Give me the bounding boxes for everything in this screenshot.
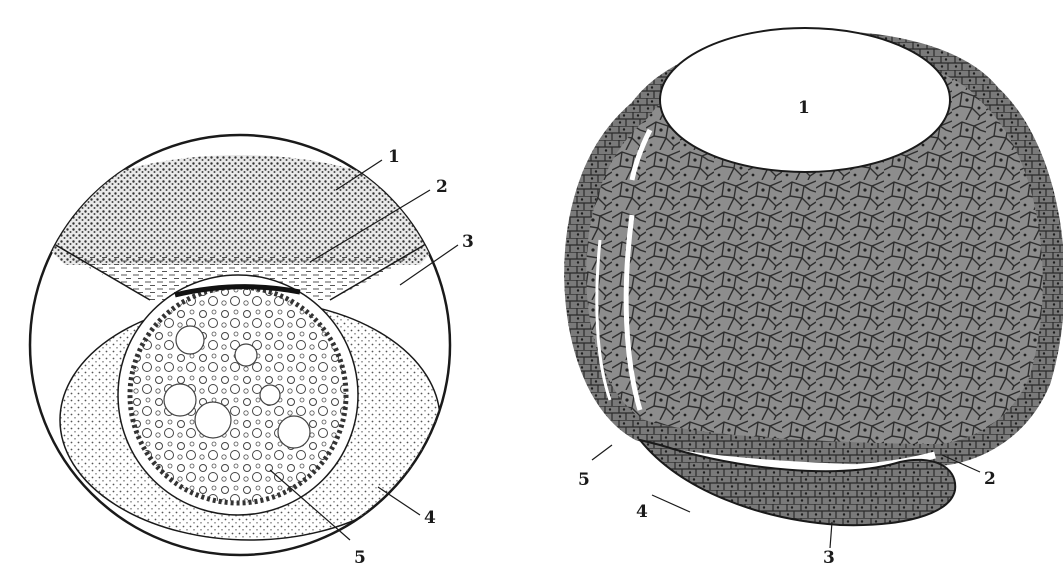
- left-bubble-ring: [130, 287, 346, 503]
- right-label-5: 5: [578, 470, 590, 490]
- left-label-3: 3: [462, 232, 474, 252]
- right-label-4: 4: [636, 502, 648, 522]
- right-figure: 1 2 3 4 5: [575, 28, 1054, 566]
- left-animal-cap: [30, 155, 450, 265]
- left-figure: 1 2 3 4 5: [30, 135, 474, 566]
- left-label-4: 4: [424, 508, 436, 528]
- left-label-2: 2: [436, 177, 448, 197]
- left-label-1: 1: [388, 147, 400, 167]
- right-label-3: 3: [823, 548, 835, 566]
- right-label-1: 1: [798, 98, 810, 118]
- right-label-2: 2: [984, 469, 996, 489]
- left-label-5: 5: [354, 548, 366, 566]
